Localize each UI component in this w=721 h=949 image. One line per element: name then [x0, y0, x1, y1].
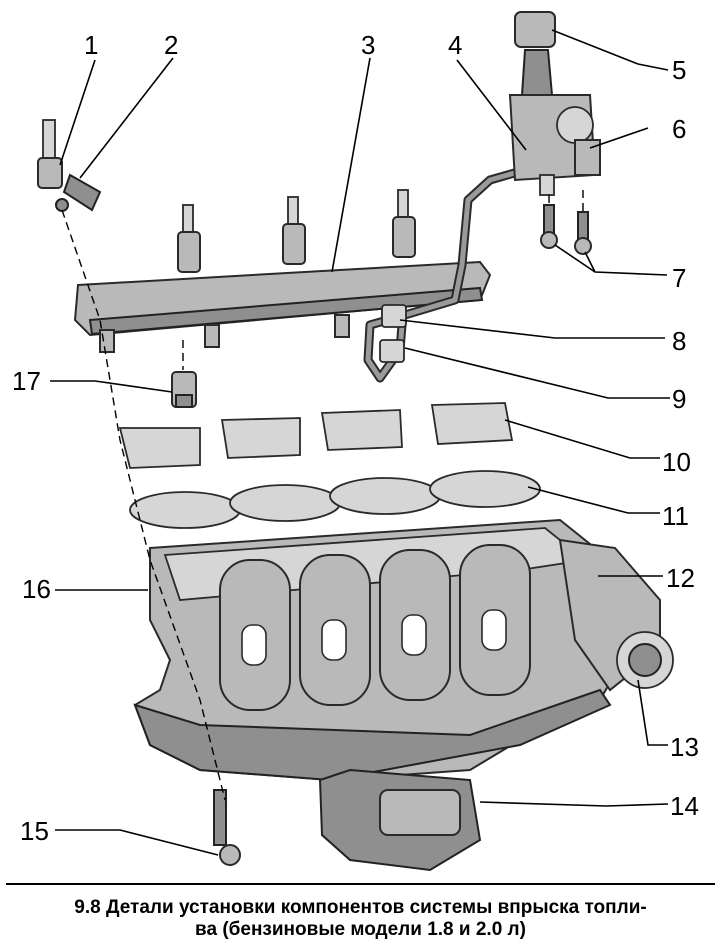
manifold-gasket [129, 470, 541, 529]
part-label-17: 17 [12, 366, 41, 396]
part-label-10: 10 [662, 447, 691, 477]
part-label-6: 6 [672, 114, 686, 144]
part-label-8: 8 [672, 326, 686, 356]
bolts [213, 204, 592, 866]
exploded-parts-diagram: 1 2 3 4 5 6 7 8 9 10 11 12 13 14 15 16 1… [12, 11, 699, 872]
part-labels: 1 2 3 4 5 6 7 8 9 10 11 12 13 14 15 16 1… [12, 30, 699, 846]
part-label-1: 1 [84, 30, 98, 60]
caption-line-2: ва (бензиновые модели 1.8 и 2.0 л) [195, 919, 526, 940]
part-label-9: 9 [672, 384, 686, 414]
part-label-15: 15 [20, 816, 49, 846]
part-label-4: 4 [448, 30, 462, 60]
leader-lines [50, 29, 670, 856]
high-pressure-pump [508, 11, 601, 196]
part-label-14: 14 [670, 791, 699, 821]
heat-shields [118, 402, 514, 469]
high-pressure-pipe [363, 165, 530, 383]
part-label-13: 13 [670, 732, 699, 762]
part-label-16: 16 [22, 574, 51, 604]
fuel-rail [73, 189, 492, 353]
pressure-sensor [171, 371, 197, 408]
caption-divider [6, 883, 715, 885]
injector [37, 119, 102, 212]
part-label-12: 12 [666, 563, 695, 593]
part-label-7: 7 [672, 263, 686, 293]
part-label-2: 2 [164, 30, 178, 60]
part-label-3: 3 [361, 30, 375, 60]
intake-manifold [133, 518, 674, 872]
part-label-5: 5 [672, 55, 686, 85]
part-label-11: 11 [662, 501, 689, 531]
caption-line-1: 9.8 Детали установки компонентов системы… [74, 897, 647, 918]
figure-caption: 9.8 Детали установки компонентов системы… [10, 897, 711, 941]
